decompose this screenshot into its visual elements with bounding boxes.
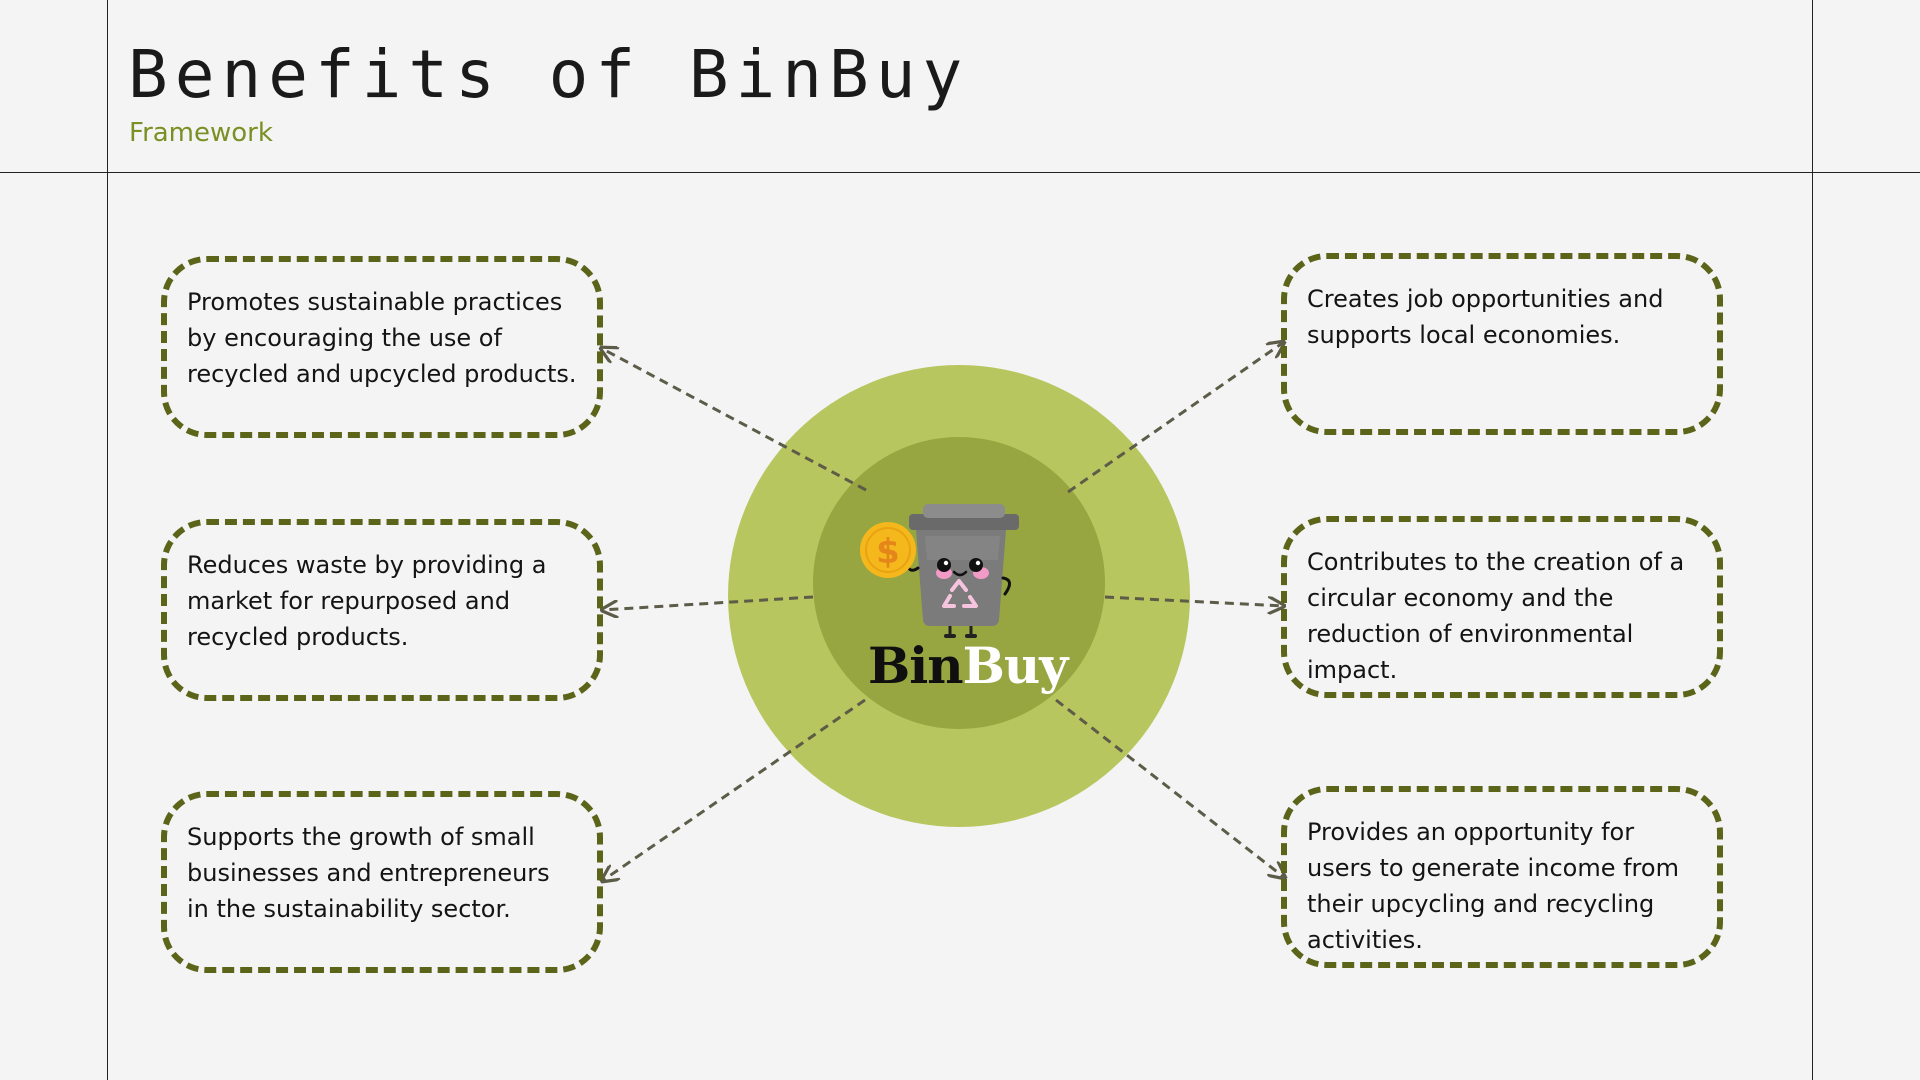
page-title: Benefits of BinBuy — [128, 36, 970, 113]
brand-logo-part2: Buy — [962, 636, 1069, 695]
connector-arrow-6 — [1055, 698, 1285, 878]
benefit-box-job-opportunities: Creates job opportunities and supports l… — [1281, 253, 1723, 435]
coin-symbol: $ — [876, 532, 900, 572]
left-guide-line — [107, 0, 108, 1080]
brand-logo-part1: Bin — [868, 636, 964, 695]
right-guide-line — [1812, 0, 1813, 1080]
brand-logo: BinBuy — [868, 636, 1068, 696]
benefit-box-sustainable-practices: Promotes sustainable practices by encour… — [161, 256, 603, 438]
benefit-box-generate-income: Provides an opportunity for users to gen… — [1281, 786, 1723, 968]
benefit-box-reduces-waste: Reduces waste by providing a market for … — [161, 519, 603, 701]
recycle-bin-mascot-icon — [904, 504, 1019, 638]
connector-arrow-3 — [602, 698, 866, 881]
connector-arrow-1 — [601, 348, 867, 492]
benefit-box-small-businesses: Supports the growth of small businesses … — [161, 791, 603, 973]
header-divider — [0, 172, 1920, 173]
benefit-box-circular-economy: Contributes to the creation of a circula… — [1281, 516, 1723, 698]
connector-arrow-2 — [602, 595, 814, 610]
dollar-coin-icon: $ — [860, 522, 916, 578]
page-subtitle: Framework — [129, 118, 273, 148]
connector-arrows — [601, 342, 1285, 881]
